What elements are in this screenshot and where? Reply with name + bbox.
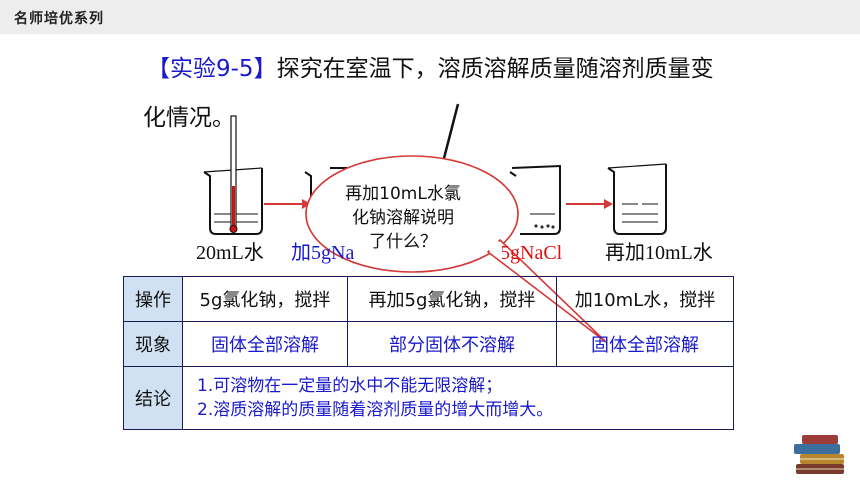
speech-bubble (305, 155, 519, 273)
flow-label-add-nacl-2: 加5gNaCl (480, 242, 563, 264)
conclusion-line-1: 1.可溶物在一定量的水中不能无限溶解； (197, 376, 503, 396)
table-cell: 再加5g氯化钠，搅拌 (347, 276, 557, 322)
conclusion-line-2: 2.溶质溶解的质量随着溶剂质量的增大而增大。 (197, 400, 554, 420)
table-row-operation: 操作 5g氯化钠，搅拌 再加5g氯化钠，搅拌 加10mL水，搅拌 (123, 276, 734, 322)
pointer-line (440, 103, 460, 167)
table-cell: 固体全部溶解 (182, 321, 348, 367)
table-row-conclusion: 结论 1.可溶物在一定量的水中不能无限溶解； 2.溶质溶解的质量随着溶剂质量的增… (123, 366, 734, 430)
table-cell: 部分固体不溶解 (347, 321, 557, 367)
books-icon (794, 435, 844, 474)
flow-arrow-1 (264, 199, 311, 209)
table-row-phenomenon: 现象 固体全部溶解 部分固体不溶解 固体全部溶解 (123, 321, 734, 367)
series-title: 名师培优系列 (14, 11, 104, 27)
bubble-line-1: 再加10mL水氯 (345, 184, 461, 204)
thermometer (229, 115, 238, 233)
table-cell: 加10mL水，搅拌 (556, 276, 734, 322)
bubble-line-3: 了什么？ (369, 232, 437, 252)
conclusion-cell: 1.可溶物在一定量的水中不能无限溶解； 2.溶质溶解的质量随着溶剂质量的增大而增… (182, 366, 734, 430)
row-header-conclusion: 结论 (123, 366, 183, 430)
experiment-table: 操作 5g氯化钠，搅拌 再加5g氯化钠，搅拌 加10mL水，搅拌 现象 固体全部… (123, 276, 734, 430)
beaker-3 (509, 164, 561, 235)
bubble-question: 再加10mL水氯 化钠溶解说明 了什么？ (333, 182, 473, 254)
beaker-4 (607, 163, 667, 235)
heading-text: 探究在室温下，溶质溶解质量随溶剂质量变 (276, 56, 714, 82)
flow-label-water: 20mL水 (196, 242, 264, 264)
heading-continuation: 化情况。 (143, 105, 235, 131)
row-header-phenomenon: 现象 (123, 321, 183, 367)
table-cell: 5g氯化钠，搅拌 (182, 276, 348, 322)
top-bar: 名师培优系列 (0, 0, 860, 34)
flow-label-add-nacl: 加5gNa (291, 242, 355, 264)
bubble-line-2: 化钠溶解说明 (352, 208, 454, 228)
experiment-number: 【实验9-5】 (147, 56, 277, 82)
row-header-operation: 操作 (123, 276, 183, 322)
flow-arrow-3 (566, 199, 613, 209)
table-cell: 固体全部溶解 (556, 321, 734, 367)
flow-label-add-water: 再加10mL水 (605, 242, 713, 264)
experiment-heading: 【实验9-5】探究在室温下，溶质溶解质量随溶剂质量变 (147, 54, 714, 84)
